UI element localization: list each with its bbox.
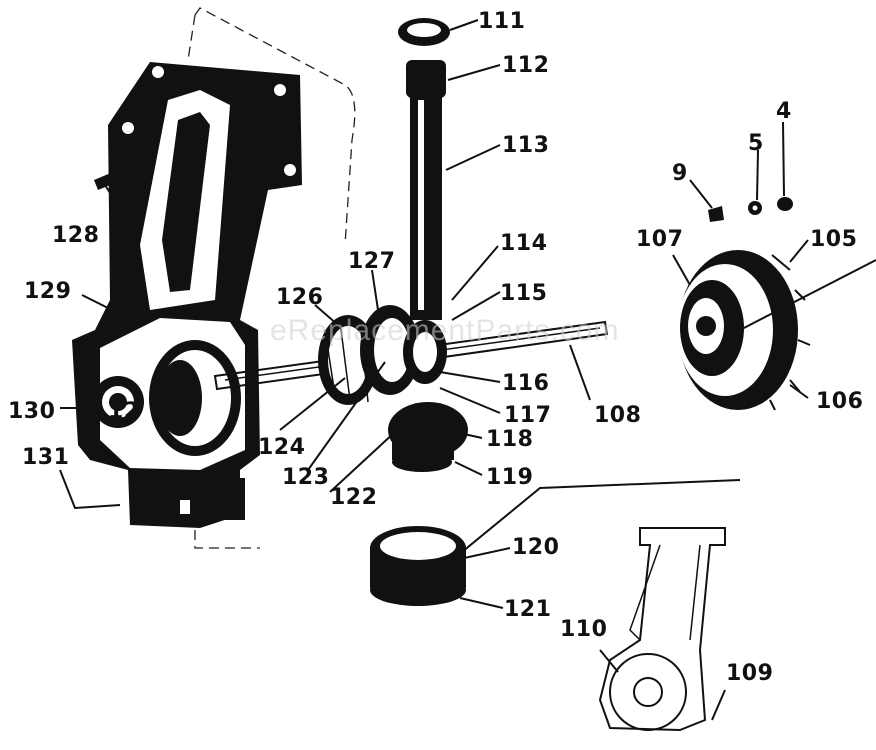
- callout-106: 106: [816, 389, 863, 414]
- vertical-shaft: [398, 18, 450, 320]
- worm-gear-cluster: [318, 305, 447, 405]
- callout-labels: 111 112 113 4 5 9 107 105 127 114 126 11…: [8, 9, 863, 686]
- callout-12: 12: [108, 399, 140, 424]
- callout-113: 113: [502, 133, 549, 158]
- callout-124: 124: [258, 435, 305, 460]
- leader-lines: [59, 19, 876, 721]
- callout-119: 119: [486, 465, 533, 490]
- watermark: eReplacementParts.com: [270, 314, 619, 347]
- callout-128: 128: [52, 223, 99, 248]
- lower-gear: [388, 402, 468, 472]
- callout-118: 118: [486, 427, 533, 452]
- phantom-outline: [187, 7, 356, 549]
- callout-122: 122: [330, 485, 377, 510]
- callout-117: 117: [504, 403, 551, 428]
- callout-130: 130: [8, 399, 55, 424]
- small-hardware: [708, 197, 793, 222]
- callout-9: 9: [672, 161, 688, 186]
- callout-108: 108: [594, 403, 641, 428]
- callout-121: 121: [504, 597, 551, 622]
- callout-120: 120: [512, 535, 559, 560]
- callout-110: 110: [560, 617, 607, 642]
- callout-5: 5: [748, 131, 764, 156]
- callout-112: 112: [502, 53, 549, 78]
- callout-126: 126: [276, 285, 323, 310]
- callout-4: 4: [776, 99, 792, 124]
- callout-127: 127: [348, 249, 395, 274]
- callout-131: 131: [22, 445, 69, 470]
- bolt: [94, 170, 122, 190]
- mounting-bracket: [598, 527, 726, 732]
- callout-109: 109: [726, 661, 773, 686]
- callout-123: 123: [282, 465, 329, 490]
- callout-107: 107: [636, 227, 683, 252]
- traction-wheel: [677, 250, 811, 411]
- callout-111: 111: [478, 9, 525, 34]
- callout-105: 105: [810, 227, 857, 252]
- callout-116: 116: [502, 371, 549, 396]
- callout-115: 115: [500, 281, 547, 306]
- callout-129: 129: [24, 279, 71, 304]
- clutch-gear: [370, 526, 466, 606]
- gear-housing: [72, 62, 302, 528]
- callout-114: 114: [500, 231, 547, 256]
